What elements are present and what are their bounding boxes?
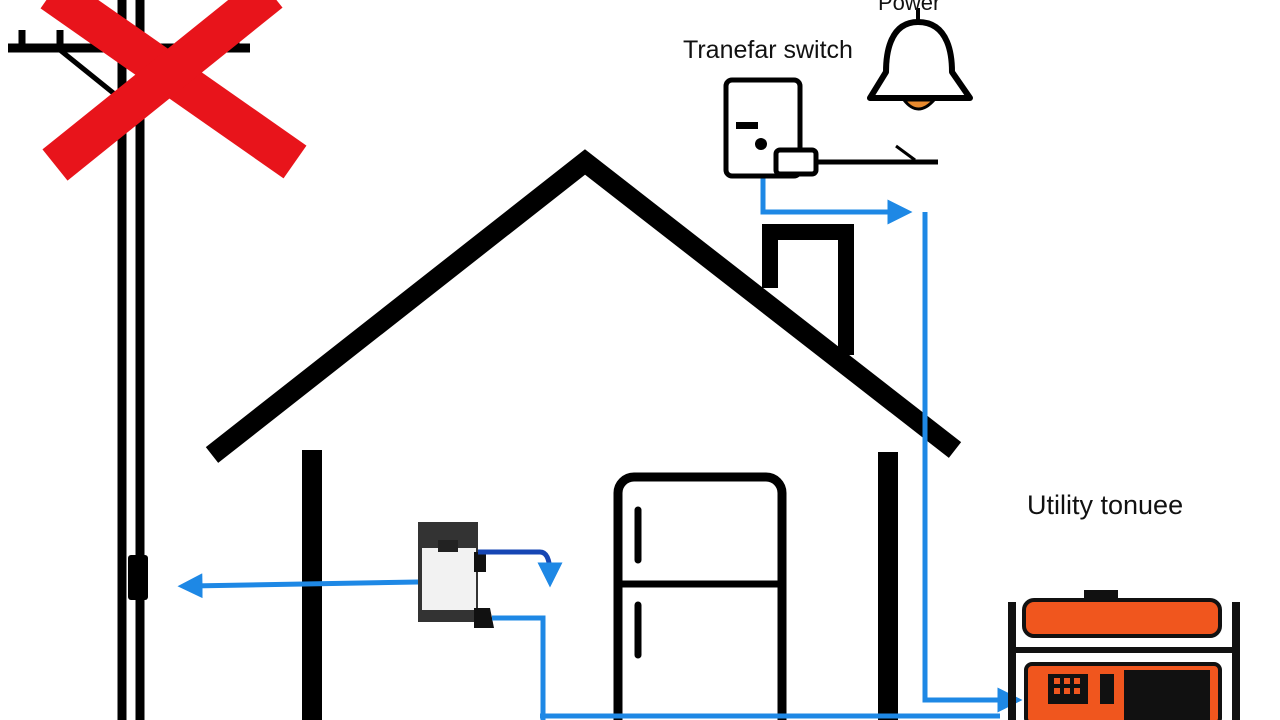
generator-icon [1008,590,1240,720]
transfer-switch-label: Tranefar switch [683,36,853,64]
bell-icon [867,8,973,111]
house-icon [205,149,962,720]
refrigerator-icon [613,472,787,720]
transfer-switch-icon [723,77,938,179]
power-label: Power [878,0,941,15]
cross-icon [40,0,307,181]
wiring [177,148,1023,720]
utility-label: Utility tonuee [1027,490,1184,520]
outlet-icon [418,522,494,628]
